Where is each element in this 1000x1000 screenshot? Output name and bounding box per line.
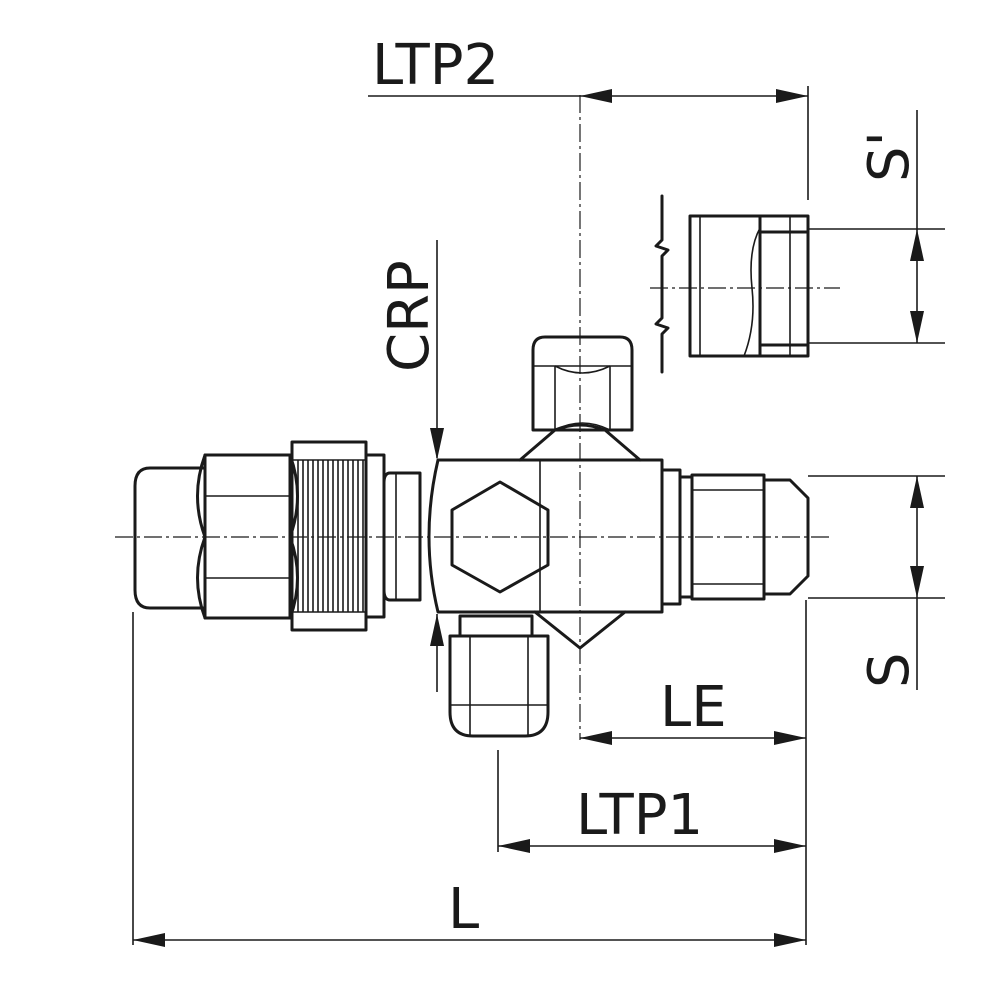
label-s: S — [857, 652, 922, 688]
label-ltp2: LTP2 — [372, 33, 499, 98]
right-flare-fitting — [660, 468, 810, 606]
label-crp: CRP — [377, 260, 442, 372]
label-l: L — [448, 877, 479, 942]
left-cap — [133, 466, 207, 610]
left-hex-nut — [196, 453, 299, 620]
left-neck — [382, 471, 422, 602]
dimension-lines — [132, 86, 945, 947]
knurled-ring — [290, 440, 386, 632]
valve-body — [427, 423, 664, 650]
detail-view — [654, 194, 810, 374]
label-ltp1: LTP1 — [576, 783, 703, 848]
label-le: LE — [660, 675, 727, 740]
top-service-nut — [531, 335, 634, 432]
center-lines — [115, 95, 840, 740]
bottom-service-nut — [448, 614, 550, 738]
label-s-prime: S' — [857, 131, 922, 182]
